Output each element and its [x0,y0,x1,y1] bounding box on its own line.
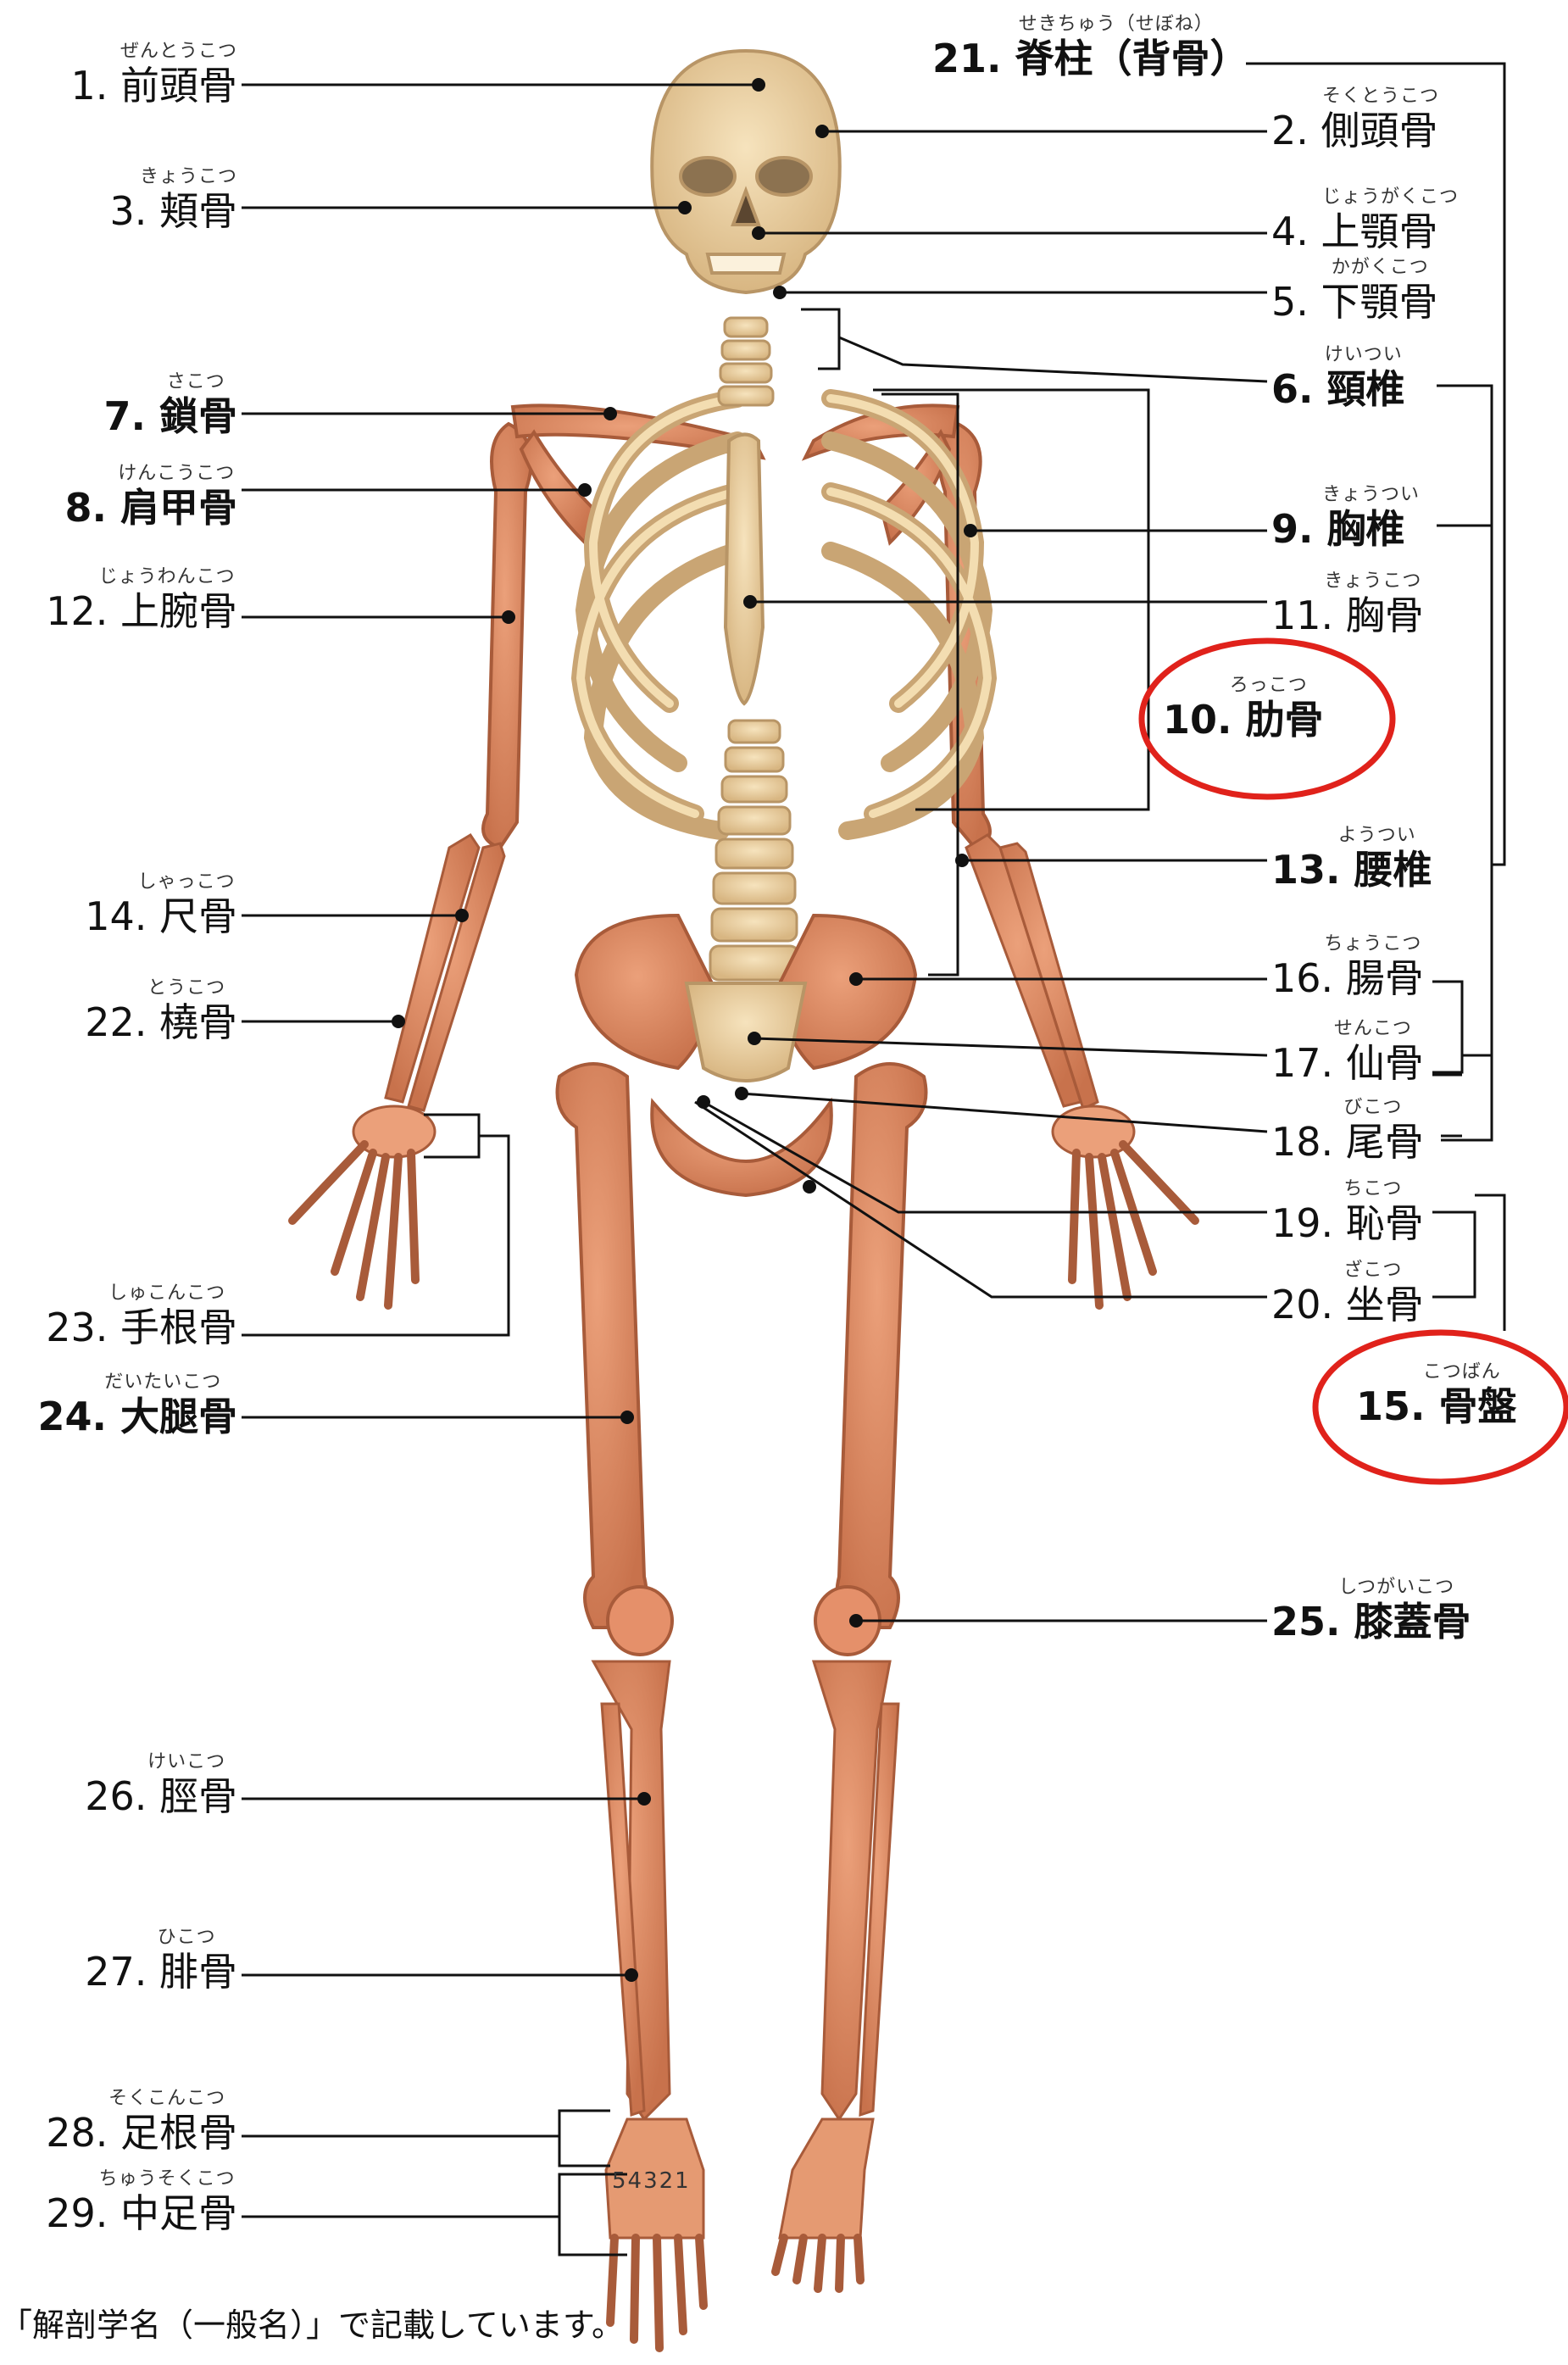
label-frontal-bone: ぜんとうこつ 1. 前頭骨 [70,42,237,105]
label-thoracic-vertebrae: きょうつい 9. 胸椎 [1271,486,1420,548]
foot-bones [606,2119,873,2348]
label-patella: しつがいこつ 25. 膝蓋骨 [1271,1578,1471,1641]
label-pubis: ちこつ 19. 恥骨 [1271,1180,1424,1243]
label-femur: だいたいこつ 24. 大腿骨 [37,1373,237,1436]
label-metatarsals: ちゅうそくこつ 29. 中足骨 [46,2170,237,2233]
lower-leg-bones [593,1661,898,2119]
label-cervical-vertebrae: けいつい 6. 頸椎 [1271,346,1405,409]
skull [652,51,840,292]
label-carpals: しゅこんこつ 23. 手根骨 [46,1284,237,1347]
label-coccyx: びこつ 18. 尾骨 [1271,1099,1424,1161]
label-humerus: じょうわんこつ 12. 上腕骨 [46,568,237,631]
hand-bones [292,1106,1195,1305]
label-pelvis: こつばん 15. 骨盤 [1356,1363,1517,1426]
right-eye-socket [757,158,811,195]
left-eye-socket [681,158,735,195]
label-ulna: しゃっこつ 14. 尺骨 [85,873,237,936]
femur-bones [558,1064,926,1628]
toe-numbers: 54321 [612,2168,691,2194]
label-ilium: ちょうこつ 16. 腸骨 [1271,935,1424,998]
label-fibula: ひこつ 27. 腓骨 [85,1928,237,1991]
label-tarsals: そくこんこつ 28. 足根骨 [46,2090,237,2152]
label-maxilla: じょうがくこつ 4. 上顎骨 [1271,188,1459,251]
label-clavicle: さこつ 7. 鎖骨 [104,373,238,436]
label-sternum: きょうこつ 11. 胸骨 [1271,572,1424,635]
teeth [708,254,784,273]
label-mandible: かがくこつ 5. 下顎骨 [1271,259,1438,321]
skeleton [292,51,1195,2348]
label-ribs: ろっこつ 10. 肋骨 [1163,676,1324,739]
patella-bones [608,1587,880,1655]
label-ischium: ざこつ 20. 坐骨 [1271,1261,1424,1324]
label-lumbar-vertebrae: ようつい 13. 腰椎 [1271,826,1432,889]
label-sacrum: せんこつ 17. 仙骨 [1271,1020,1424,1082]
label-spine: せきちゅう（せぼね） 21. 脊柱（背骨） [932,15,1249,78]
label-zygomatic-bone: きょうこつ 3. 頬骨 [89,168,237,231]
label-temporal-bone: そくとうこつ 2. 側頭骨 [1271,87,1439,150]
sternum [726,435,763,704]
label-radius: とうこつ 22. 橈骨 [85,979,237,1042]
footnote: 「解剖学名（一般名）」で記載しています。 [0,2299,624,2346]
label-scapula: けんこうこつ 8. 肩甲骨 [65,465,238,527]
label-tibia: けいこつ 26. 脛骨 [85,1753,237,1816]
